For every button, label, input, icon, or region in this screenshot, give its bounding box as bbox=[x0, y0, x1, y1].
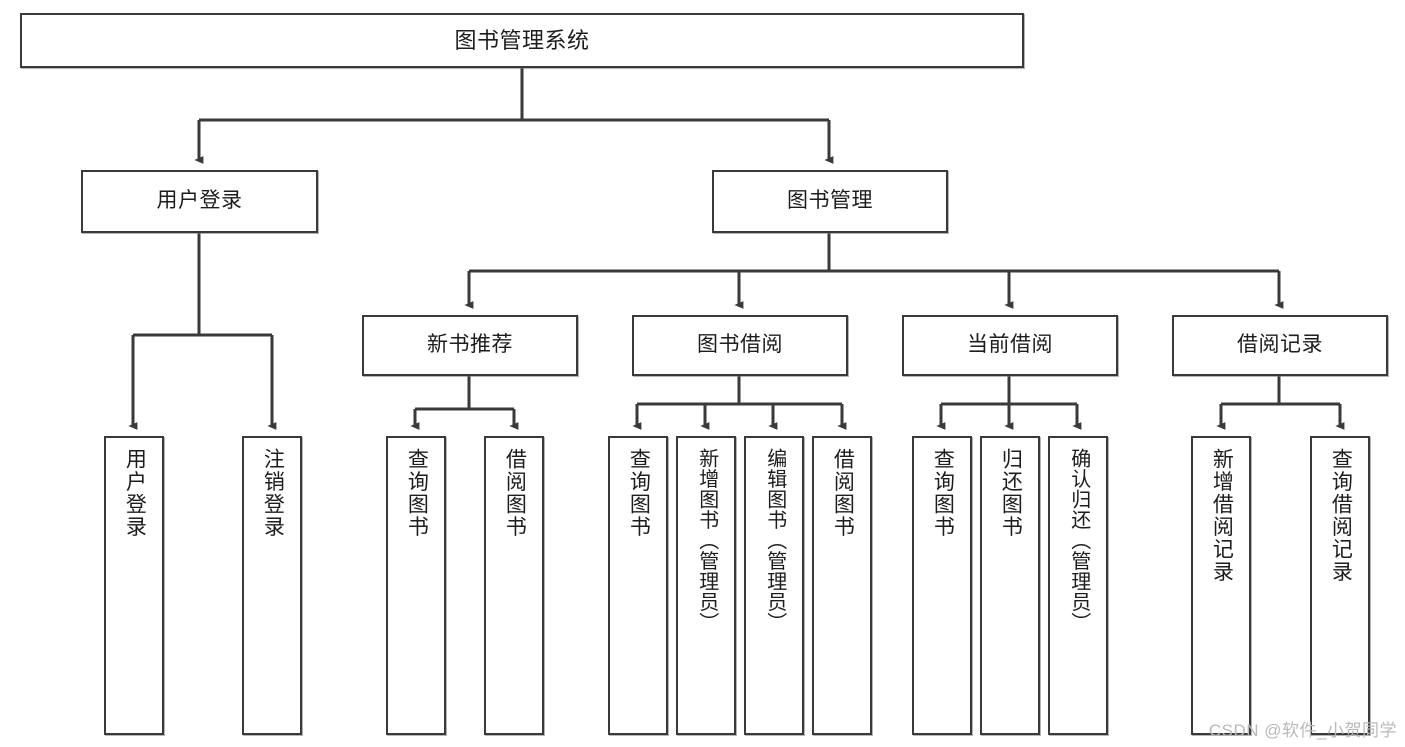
leaf-logout[interactable]: 注销登录 bbox=[242, 436, 302, 735]
leaf-confirm-return-admin[interactable]: 确认归还（管理员） bbox=[1048, 436, 1108, 735]
leaf-query-borrow-record[interactable]: 查询借阅记录 bbox=[1310, 436, 1370, 735]
node-label: 新增借阅记录 bbox=[1210, 448, 1234, 583]
leaf-borrow-book-recommend[interactable]: 借阅图书 bbox=[484, 436, 544, 735]
leaf-edit-book-admin[interactable]: 编辑图书（管理员） bbox=[744, 436, 804, 735]
node-borrow-record[interactable]: 借阅记录 bbox=[1172, 315, 1388, 376]
node-label: 确认归还（管理员） bbox=[1067, 448, 1090, 633]
node-label: 借阅记录 bbox=[1237, 333, 1323, 357]
node-label: 查询图书 bbox=[931, 448, 955, 538]
node-new-book-recommend[interactable]: 新书推荐 bbox=[362, 315, 578, 376]
node-label: 用户登录 bbox=[156, 189, 243, 213]
node-label: 查询图书 bbox=[405, 448, 429, 538]
leaf-return-book[interactable]: 归还图书 bbox=[980, 436, 1040, 735]
node-label: 用户登录 bbox=[123, 448, 147, 538]
node-book-borrow[interactable]: 图书借阅 bbox=[632, 315, 848, 376]
node-label: 编辑图书（管理员） bbox=[763, 448, 786, 633]
node-label: 图书管理系统 bbox=[454, 27, 590, 53]
node-label: 注销登录 bbox=[261, 448, 285, 538]
node-book-management[interactable]: 图书管理 bbox=[712, 170, 948, 233]
node-current-borrow[interactable]: 当前借阅 bbox=[902, 315, 1118, 376]
node-root-system[interactable]: 图书管理系统 bbox=[20, 13, 1024, 68]
leaf-query-book-borrow[interactable]: 查询图书 bbox=[608, 436, 668, 735]
node-label: 借阅图书 bbox=[831, 448, 855, 538]
leaf-query-book-recommend[interactable]: 查询图书 bbox=[386, 436, 446, 735]
leaf-add-borrow-record[interactable]: 新增借阅记录 bbox=[1191, 436, 1251, 735]
node-label: 图书借阅 bbox=[697, 333, 783, 357]
node-user-login[interactable]: 用户登录 bbox=[81, 170, 318, 233]
node-label: 归还图书 bbox=[999, 448, 1023, 538]
node-label: 图书管理 bbox=[787, 189, 873, 213]
node-label: 新书推荐 bbox=[427, 333, 513, 357]
leaf-user-login[interactable]: 用户登录 bbox=[104, 436, 164, 735]
leaf-add-book-admin[interactable]: 新增图书（管理员） bbox=[676, 436, 736, 735]
node-label: 查询图书 bbox=[627, 448, 651, 538]
leaf-borrow-book[interactable]: 借阅图书 bbox=[812, 436, 872, 735]
node-label: 新增图书（管理员） bbox=[695, 448, 718, 633]
node-label: 当前借阅 bbox=[967, 333, 1053, 357]
node-label: 借阅图书 bbox=[503, 448, 527, 538]
node-label: 查询借阅记录 bbox=[1329, 448, 1353, 583]
csdn-watermark: CSDN @软件_小贺同学 bbox=[1208, 721, 1397, 740]
leaf-query-book-current[interactable]: 查询图书 bbox=[912, 436, 972, 735]
